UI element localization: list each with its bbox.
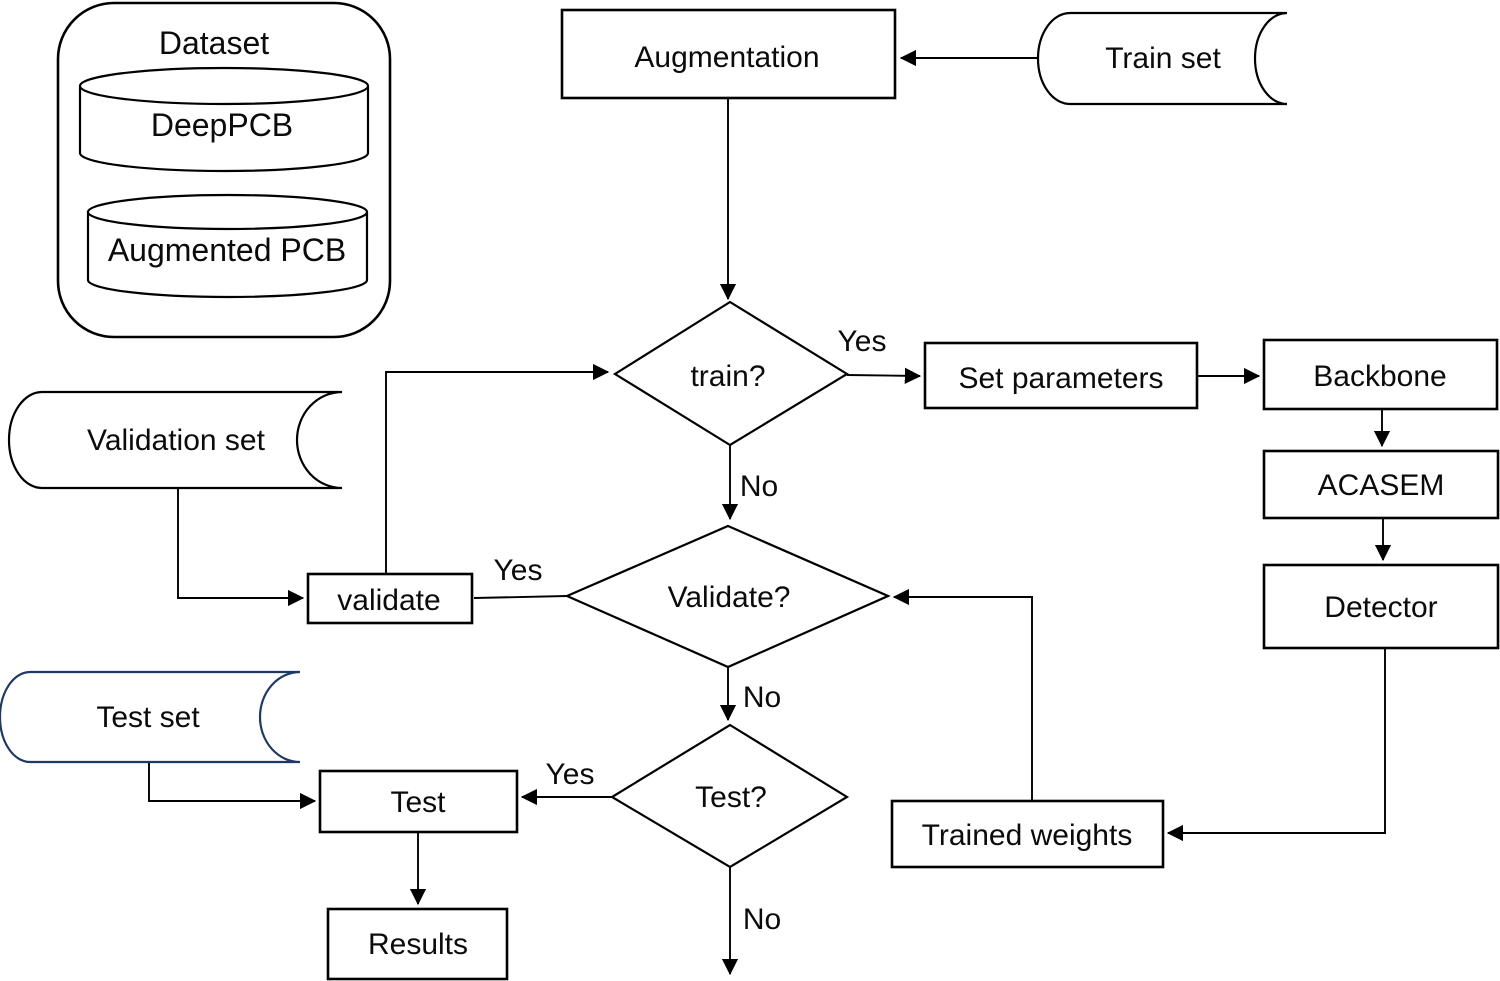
trained-weights-label: Trained weights: [922, 819, 1133, 852]
train-decision-label: train?: [690, 360, 765, 393]
set-parameters-label: Set parameters: [958, 362, 1163, 395]
test-yes-label: Yes: [546, 758, 595, 791]
line-validate-decision-yes-to-validate: [473, 595, 568, 599]
detector-label: Detector: [1324, 591, 1437, 624]
test-decision-label: Test?: [695, 781, 767, 814]
test-box: [318, 769, 519, 834]
deeppcb-cylinder: [78, 66, 370, 173]
validation-set-label: Validation set: [87, 424, 266, 457]
augmented-pcb-cylinder: [86, 193, 369, 299]
augmentation-label: Augmentation: [634, 41, 819, 74]
arrow-testset-to-test: [148, 762, 317, 810]
validate-yes-label: Yes: [494, 554, 543, 587]
validate-decision-label: Validate?: [668, 581, 791, 614]
detector-box: [1262, 563, 1500, 650]
test-decision-diamond: [609, 723, 850, 869]
set-parameters-box: [923, 341, 1199, 410]
backbone-box: [1262, 338, 1499, 411]
edge-labels: Yes No Yes No Yes No: [494, 325, 887, 936]
validation-set-stored-data: [7, 390, 343, 490]
validate-box: [306, 572, 474, 625]
node-labels: Dataset DeepPCB Augmented PCB Augmentati…: [87, 25, 1447, 961]
validate-decision-diamond: [564, 524, 891, 669]
deeppcb-label: DeepPCB: [151, 107, 293, 143]
test-set-label: Test set: [96, 701, 200, 734]
test-label: Test: [390, 786, 446, 819]
train-decision-diamond: [612, 300, 850, 447]
dataset-label: Dataset: [159, 25, 269, 61]
arrow-detector-to-trained-weights: [1166, 648, 1386, 842]
acasem-box: [1262, 449, 1500, 520]
train-set-label: Train set: [1105, 42, 1221, 75]
train-yes-label: Yes: [838, 325, 887, 358]
test-no-label: No: [743, 903, 781, 936]
edges: [148, 49, 1392, 976]
test-set-stored-data: [0, 670, 301, 764]
arrow-trained-weights-to-validate-decision: [892, 588, 1033, 801]
augmented-pcb-label: Augmented PCB: [108, 232, 346, 268]
train-no-label: No: [740, 470, 778, 503]
validate-label: validate: [337, 584, 440, 617]
acasem-label: ACASEM: [1318, 469, 1445, 502]
augmentation-box: [560, 8, 897, 100]
train-set-stored-data: [1036, 11, 1288, 106]
arrow-train-yes-to-set-parameters: [846, 367, 922, 384]
results-box: [326, 907, 509, 981]
results-label: Results: [368, 928, 468, 961]
arrow-validationset-to-validate: [177, 488, 305, 607]
arrow-validate-loop-to-train-decision: [385, 363, 610, 574]
validate-no-label: No: [743, 681, 781, 714]
backbone-label: Backbone: [1313, 360, 1446, 393]
trained-weights-box: [890, 799, 1165, 869]
